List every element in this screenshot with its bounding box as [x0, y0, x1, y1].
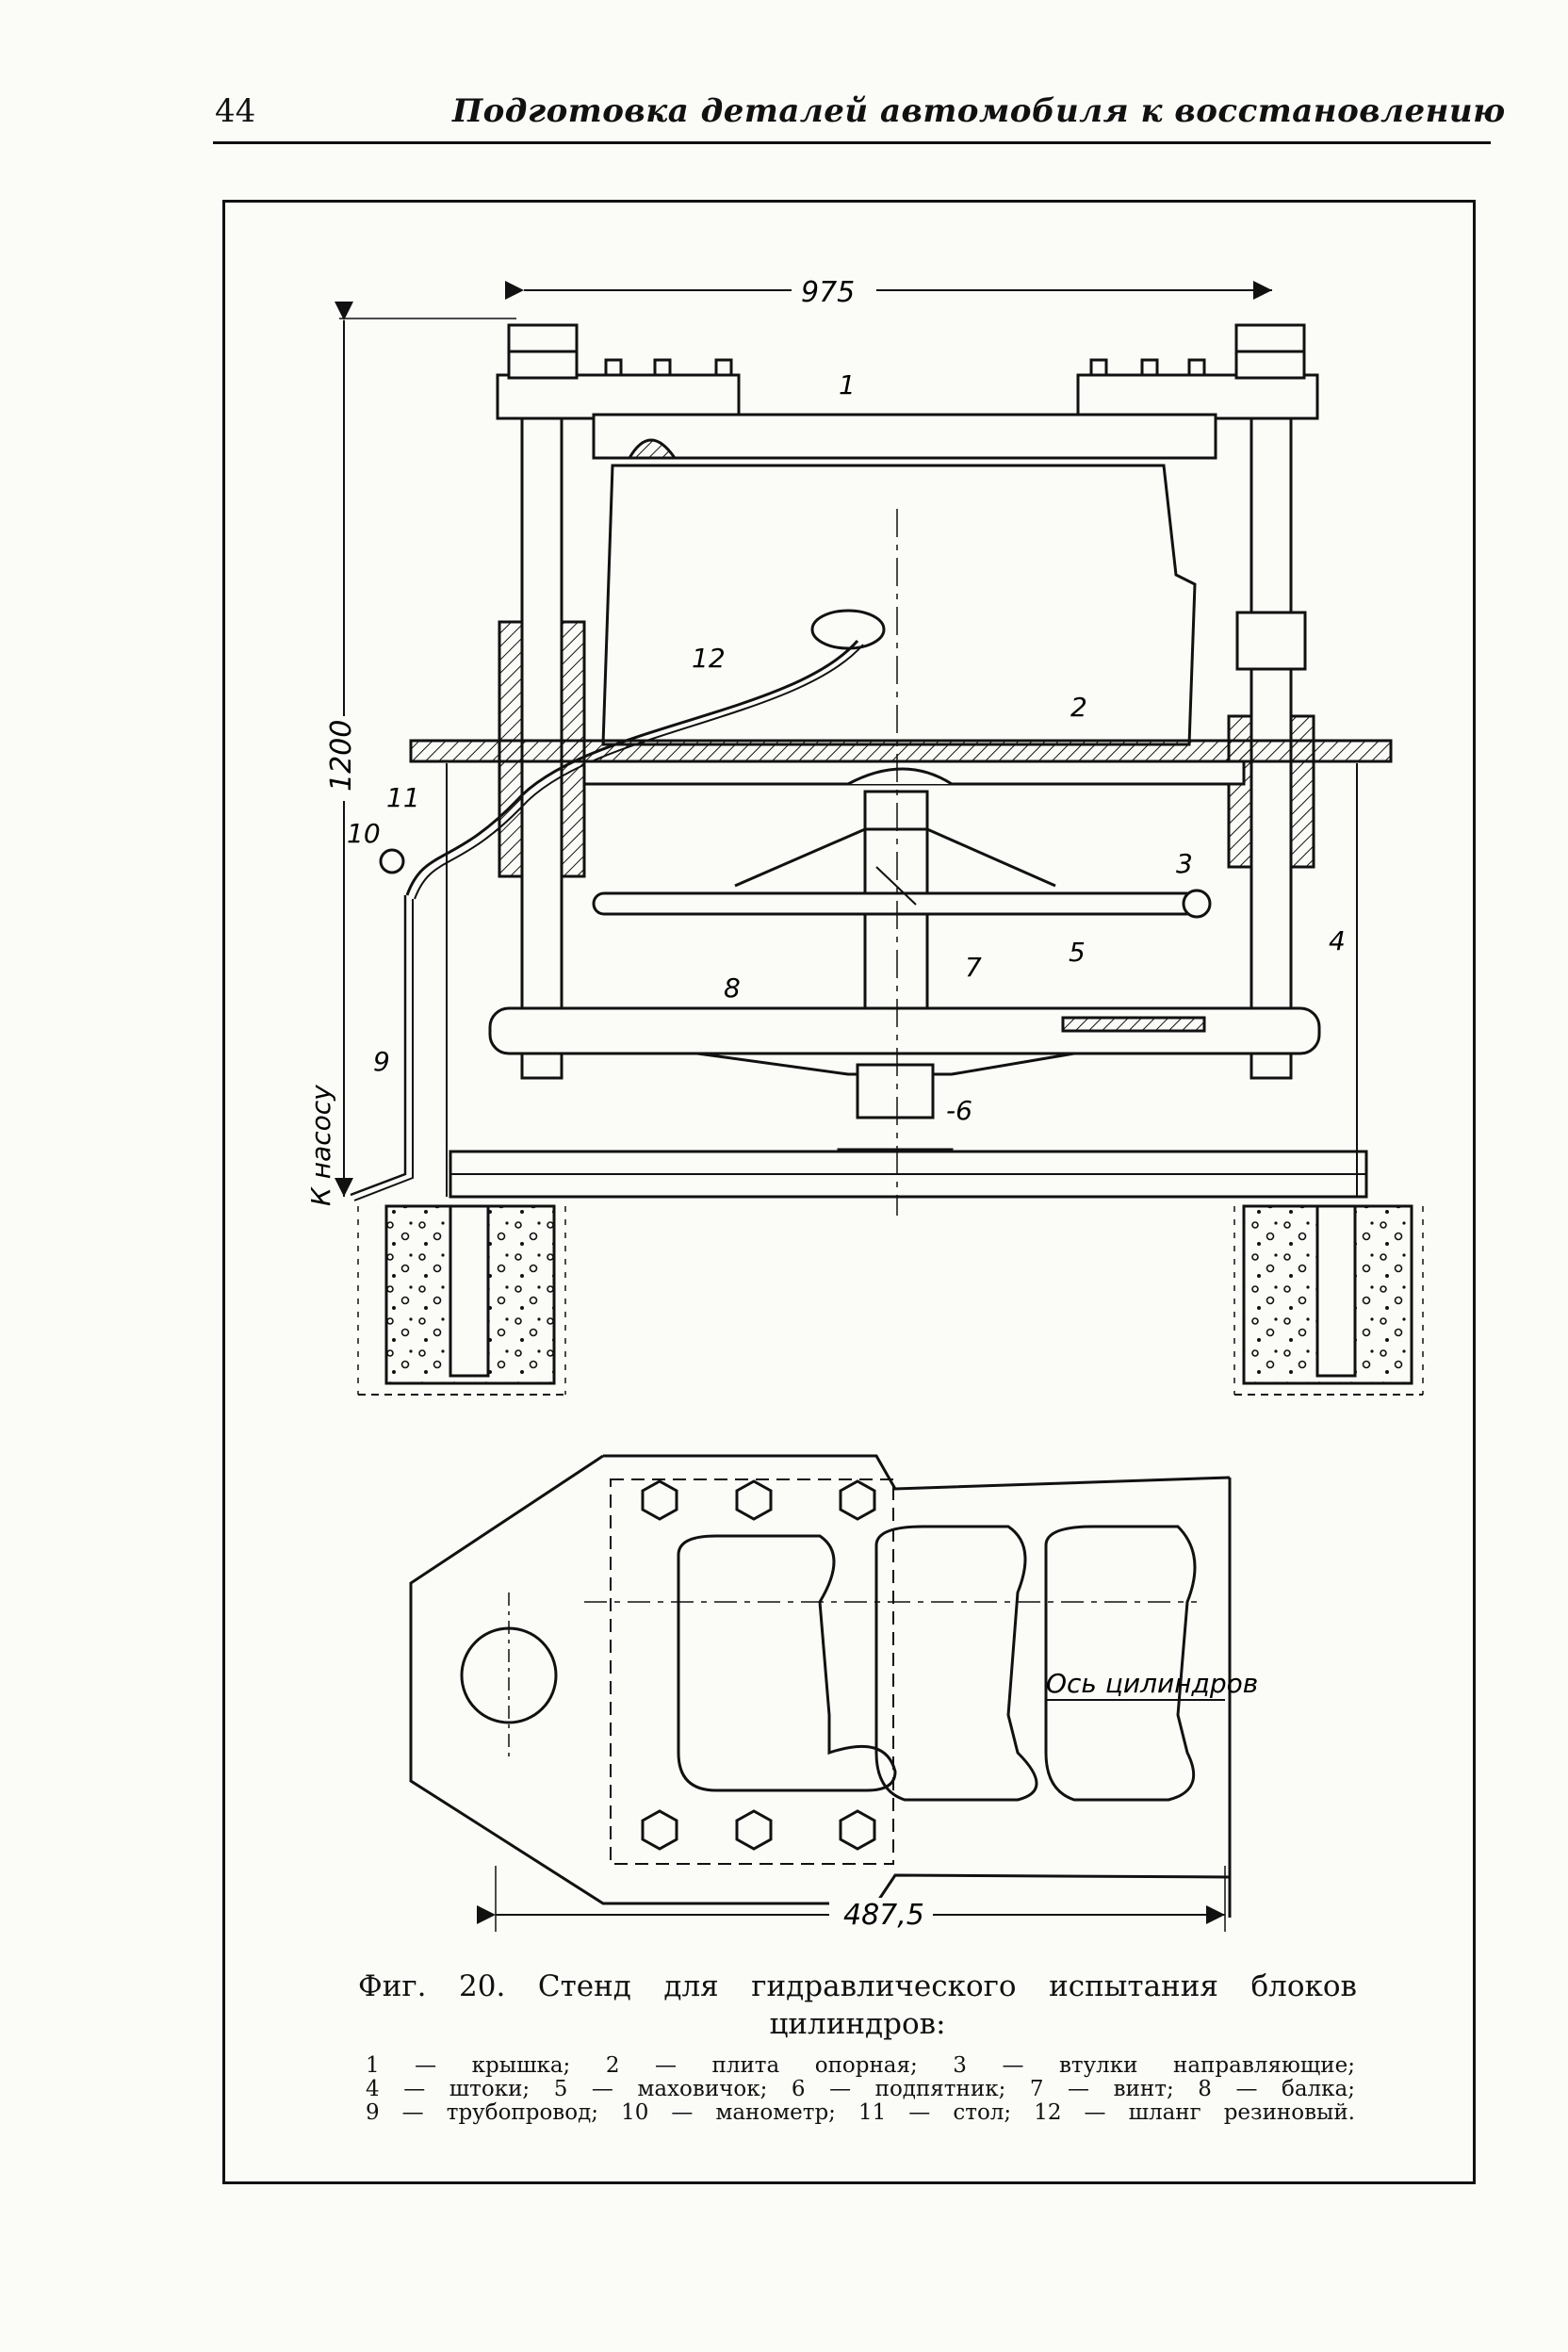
legend-line: 4 — штоки; 5 — маховичок; 6 — подпятник;… [366, 2077, 1355, 2101]
support-plate [409, 739, 1393, 763]
label-11: 11 [386, 782, 420, 813]
handwheel [592, 891, 1199, 916]
caption-line-1: Фиг. 20. Стенд для гидравлического испыт… [358, 1969, 1357, 2003]
top-bolts [507, 323, 1306, 380]
label-9: 9 [373, 1046, 390, 1077]
label-4: 4 [1329, 925, 1346, 956]
page-number: 44 [215, 92, 256, 130]
pressure-gauge [379, 848, 405, 874]
label-5: 5 [1069, 937, 1086, 968]
label-3: 3 [1176, 848, 1193, 879]
pipeline [350, 895, 407, 1197]
plan-view [409, 1454, 1232, 1932]
header-rule [213, 141, 1491, 144]
label-2: 2 [1070, 692, 1087, 723]
label-6: -6 [946, 1095, 972, 1126]
cover-plate [496, 373, 1319, 460]
thrust-bearing [856, 1063, 935, 1119]
cylinder-block [601, 464, 1197, 746]
label-7: 7 [965, 952, 982, 983]
label-12: 12 [692, 643, 726, 674]
dim-975-text: 975 [801, 276, 855, 309]
caption-line-2: цилиндров: [769, 2007, 946, 2041]
cyl-axis-label: Ось цилиндров [1046, 1668, 1258, 1699]
pump-label: К насосу [305, 1085, 336, 1206]
bushing-right [1227, 714, 1253, 869]
dim-487-text: 487,5 [843, 1899, 924, 1932]
label-1: 1 [839, 369, 856, 400]
legend-line: 9 — трубопровод; 10 — манометр; 11 — сто… [366, 2100, 1355, 2125]
figure-legend: 1 — крышка; 2 — плита опорная; 3 — втулк… [366, 2054, 1355, 2125]
figure-caption: Фиг. 20. Стенд для гидравлического испыт… [358, 1968, 1357, 2043]
legend-line: 1 — крышка; 2 — плита опорная; 3 — втулк… [366, 2053, 1355, 2078]
label-8: 8 [724, 972, 741, 1004]
label-10: 10 [347, 818, 381, 849]
dim-1200-text: 1200 [325, 720, 358, 792]
running-title: Подготовка деталей автомобиля к восстано… [452, 92, 1506, 130]
hose [405, 640, 859, 896]
figure-frame [222, 200, 1476, 2184]
